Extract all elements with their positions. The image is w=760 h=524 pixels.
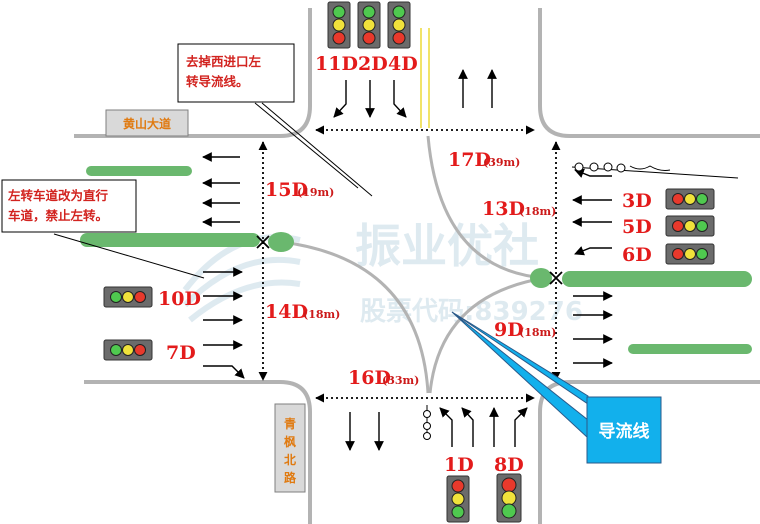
pointer-note-top-2 [261, 102, 373, 197]
crosswalk-label-15d-length: (19m) [297, 186, 334, 199]
callout-text: 导流线 [599, 421, 650, 442]
note-left-turn-lane-line-2: 车道，禁止左转。 [8, 208, 108, 223]
arrow-south-in-left2 [461, 407, 474, 447]
signal-head-6d [665, 243, 715, 265]
crosswalk-label-14d-id: 14D [265, 301, 308, 323]
curve-east-to-south [428, 276, 546, 394]
road-edge-ne [538, 8, 760, 138]
green-strip-west-top [86, 166, 192, 176]
crosswalk-label-15d: 15D (19m) [265, 179, 334, 201]
crosswalk-label-16d-id: 16D [348, 367, 391, 389]
callout-diversion-line: 导流线 [451, 311, 662, 464]
curve-north-to-east [426, 135, 546, 280]
green-island-east [530, 268, 552, 288]
green-strip-west-median [80, 233, 260, 247]
phase-label-11d: 11D [315, 53, 358, 75]
crosswalk-cross-marks [256, 235, 563, 285]
note-west-cancel-line-2: 转导流线。 [186, 74, 249, 89]
arrow-north-right [393, 80, 407, 118]
phase-label-1d: 1D [444, 454, 474, 476]
arrow-south-in-right [514, 407, 528, 447]
pointer-note-top-1 [254, 102, 359, 189]
green-island-west [268, 232, 294, 252]
arrow-south-in-left [439, 407, 453, 447]
pointer-note-left [53, 233, 205, 279]
signal-head-1d [446, 475, 470, 523]
road-edge-sw [84, 380, 312, 524]
arrow-east-in-1 [574, 168, 612, 178]
note-west-cancel: 去掉西进口左 转导流线。 [177, 43, 295, 103]
phase-label-4d: 4D [388, 53, 418, 75]
signal-head-10d [103, 286, 153, 308]
note-pointers [53, 102, 373, 279]
signal-head-4d [387, 1, 411, 49]
road-name-huangshan: 黄山大道 [105, 109, 189, 137]
phase-label-5d: 5D [622, 216, 652, 238]
crosswalk-label-17d-length: (39m) [483, 156, 520, 169]
phase-label-6d: 6D [622, 244, 652, 266]
road-edge-nw [74, 8, 312, 138]
phase-label-3d: 3D [622, 190, 652, 212]
crosswalk-label-17d-id: 17D [448, 149, 491, 171]
lane-arrows [202, 69, 613, 451]
signal-head-11d [327, 1, 351, 49]
crosswalk-label-9d: 9D (18m) [494, 319, 556, 341]
signal-head-8d [496, 473, 522, 523]
signal-head-2d [357, 1, 381, 49]
note-left-turn-lane-line-1: 左转车道改为直行 [7, 188, 109, 203]
phase-label-8d: 8D [494, 454, 524, 476]
yellow-center-lines [420, 28, 430, 128]
signal-head-3d [665, 188, 715, 210]
crosswalk-label-14d: 14D (18m) [265, 301, 340, 323]
curve-west-to-south [281, 240, 430, 394]
green-strip-east-bottom [628, 344, 752, 354]
phase-label-2d: 2D [358, 53, 388, 75]
turning-curves [281, 135, 546, 394]
crosswalk-label-9d-id: 9D [494, 319, 524, 341]
crosswalks [258, 125, 561, 403]
signal-head-5d [665, 215, 715, 237]
crosswalk-label-14d-length: (18m) [303, 308, 340, 321]
arrow-east-in-4 [574, 246, 612, 256]
arrow-west-in-right [203, 365, 245, 379]
road-name-qingfeng-char-2: 枫 [284, 434, 296, 449]
crosswalk-label-13d-id: 13D [482, 198, 525, 220]
crosswalk-label-16d: 16D (33m) [348, 367, 419, 389]
note-west-cancel-line-1: 去掉西进口左 [186, 54, 262, 69]
crosswalk-label-16d-length: (33m) [382, 374, 419, 387]
green-strip-east-median [562, 271, 752, 287]
road-name-huangshan-text: 黄山大道 [123, 116, 171, 131]
watermark-code: 股票代码:839276 [360, 297, 583, 327]
phase-label-7d: 7D [166, 342, 196, 364]
crosswalk-label-13d: 13D (18m) [482, 198, 556, 220]
road-name-qingfeng-char-4: 路 [284, 470, 297, 485]
crosswalk-label-9d-length: (18m) [519, 326, 556, 339]
ped-pole-east [571, 162, 739, 179]
crosswalk-label-13d-length: (18m) [519, 205, 556, 218]
watermark-name: 振业优社 [355, 219, 539, 273]
green-strips [80, 166, 752, 354]
road-name-qingfeng-char-1: 青 [284, 416, 296, 431]
road-name-qingfeng-char-3: 北 [284, 452, 296, 467]
crosswalk-label-17d: 17D (39m) [448, 149, 520, 171]
ped-pole-south [423, 405, 431, 440]
road-name-qingfeng: 青 枫 北 路 [274, 403, 306, 493]
phase-label-10d: 10D [158, 288, 201, 310]
note-left-turn-lane: 左转车道改为直行 车道，禁止左转。 [1, 179, 137, 233]
crosswalk-label-15d-id: 15D [265, 179, 308, 201]
arrow-north-left [333, 80, 347, 118]
signal-head-7d [103, 339, 153, 361]
